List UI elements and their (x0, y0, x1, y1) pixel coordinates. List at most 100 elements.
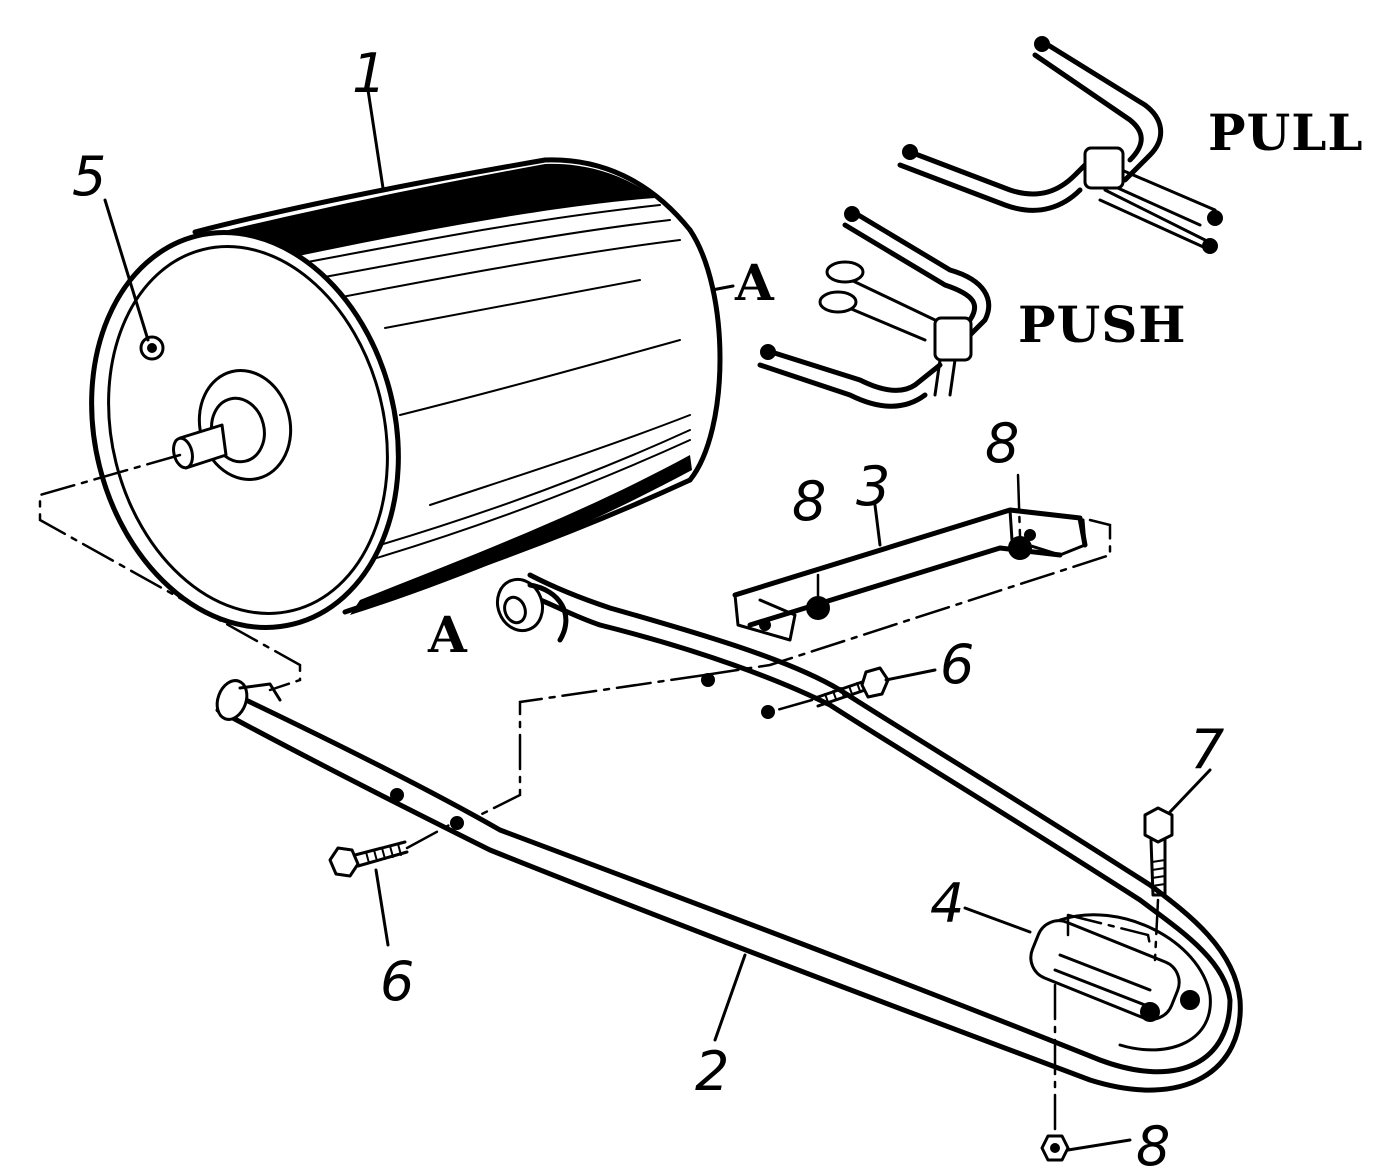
handle-hole-left-1 (390, 788, 404, 802)
leader-7 (1168, 768, 1212, 814)
pull-end-upper (1034, 36, 1050, 52)
handle-end-loop (1058, 913, 1212, 1052)
push-bracket-ear-upper (825, 260, 865, 284)
label-part-6-lower: 6 (380, 950, 414, 1013)
label-part-7: 7 (1190, 718, 1224, 781)
bolt-lower-shank (353, 840, 409, 868)
guide-bolt-vertical (1153, 898, 1160, 962)
push-bar-upper-inner (842, 222, 978, 323)
handle-right-socket (527, 582, 569, 643)
label-part-6-upper: 6 (940, 633, 974, 696)
handle-right-end-bore (503, 595, 527, 625)
drum-rib-6 (429, 414, 691, 506)
clamp-slot (1053, 953, 1152, 1007)
fill-plug-center (147, 343, 157, 353)
drum-rib-5 (399, 339, 681, 416)
bracket-left-ear (733, 593, 797, 642)
assembly-guide-lines (38, 453, 1160, 1132)
push-end-lower (760, 344, 776, 360)
leader-4 (963, 906, 1032, 934)
guide-clamp-loop (1066, 913, 1152, 947)
label-part-1: 1 (352, 42, 386, 105)
handle-frame (215, 572, 1243, 1093)
label-part-3: 3 (856, 455, 890, 518)
roller-drum (89, 157, 723, 630)
handle-inner-line (215, 572, 1243, 1093)
pull-arm-end-1 (1207, 210, 1223, 226)
leader-a-drum (710, 284, 735, 292)
pull-arm-a (1103, 163, 1217, 242)
push-tube-down (933, 358, 957, 397)
clamp-plate (1029, 919, 1181, 1021)
pull-handle-option (897, 36, 1223, 254)
bolt-vertical-threads (1151, 859, 1166, 887)
bracket-right-ear (1008, 508, 1087, 557)
bracket-nut-right (1008, 536, 1032, 560)
bracket-bottom-edge (747, 545, 1063, 628)
bolt-upper-head (860, 666, 890, 699)
pull-clamp-block (1083, 146, 1125, 190)
pull-bar-upper-inner (1032, 52, 1144, 163)
push-handle-option (757, 206, 992, 409)
label-part-8-right: 8 (985, 412, 1019, 475)
handle-left-end (215, 679, 249, 721)
label-marker-a-handle: A (427, 605, 468, 664)
drum-rib-4 (384, 279, 641, 329)
pull-bar-upper (1037, 37, 1164, 183)
label-part-2: 2 (695, 1040, 729, 1103)
drum-end-plate-inner (107, 245, 389, 615)
label-part-8-bottom: 8 (1136, 1115, 1170, 1170)
leader-8-bottom (1066, 1138, 1132, 1152)
bracket-nut-left (806, 596, 830, 620)
pull-bar-lower-inner (897, 162, 1083, 213)
label-pull: PULL (1208, 103, 1364, 162)
handle-left-socket (238, 682, 282, 702)
leader-6-upper (884, 668, 937, 682)
bolt-vertical-head (1143, 806, 1174, 844)
label-part-5: 5 (72, 145, 106, 208)
label-push: PUSH (1018, 295, 1187, 354)
handle-hole-right-2 (761, 705, 775, 719)
leader-2 (713, 953, 747, 1042)
label-marker-a-drum: A (734, 253, 775, 312)
clamp-bolt-end (1180, 990, 1200, 1010)
label-part-4: 4 (930, 872, 964, 935)
drum-top-edge (192, 157, 693, 235)
push-bracket-ear-lower (818, 290, 858, 314)
leader-lines (103, 88, 1212, 1152)
leader-5 (103, 198, 150, 342)
leader-6-lower (374, 868, 390, 947)
guide-bolt-upper (768, 698, 814, 714)
drum-bottom-shading (350, 455, 692, 615)
pull-end-lower (902, 144, 918, 160)
push-bar-lower-inner (757, 362, 928, 409)
clamp-bolt-head (1140, 1002, 1160, 1022)
drum-top-shading (220, 163, 655, 262)
pull-bar-lower (902, 147, 1098, 197)
bolt-lower-head (328, 846, 360, 878)
guide-bracket-loop (703, 518, 1112, 677)
handle-outer-line (222, 587, 1233, 1075)
push-bar-upper (847, 207, 992, 343)
drum-rib-3 (299, 239, 681, 306)
drum-rib-8 (379, 429, 691, 546)
push-bar-lower (762, 347, 943, 393)
drum-rib-2 (279, 219, 671, 286)
axle-bracket (732, 507, 1088, 642)
drum-far-rim (687, 227, 723, 483)
leader-1 (366, 88, 385, 190)
drum-rib-1 (264, 204, 661, 271)
drum-rib-7 (369, 439, 691, 561)
drum-axle-end (172, 436, 194, 470)
label-part-8-left: 8 (792, 470, 826, 533)
push-end-upper (844, 206, 860, 222)
handle-hole-left-2 (450, 816, 464, 830)
guide-bracket-nut-right (1016, 473, 1022, 538)
bolt-upper-threads (824, 682, 861, 703)
push-clamp-block (933, 316, 973, 362)
guide-axle-left (38, 453, 302, 692)
bracket-hole-left (759, 619, 771, 631)
handle-clamp (1029, 919, 1200, 1022)
